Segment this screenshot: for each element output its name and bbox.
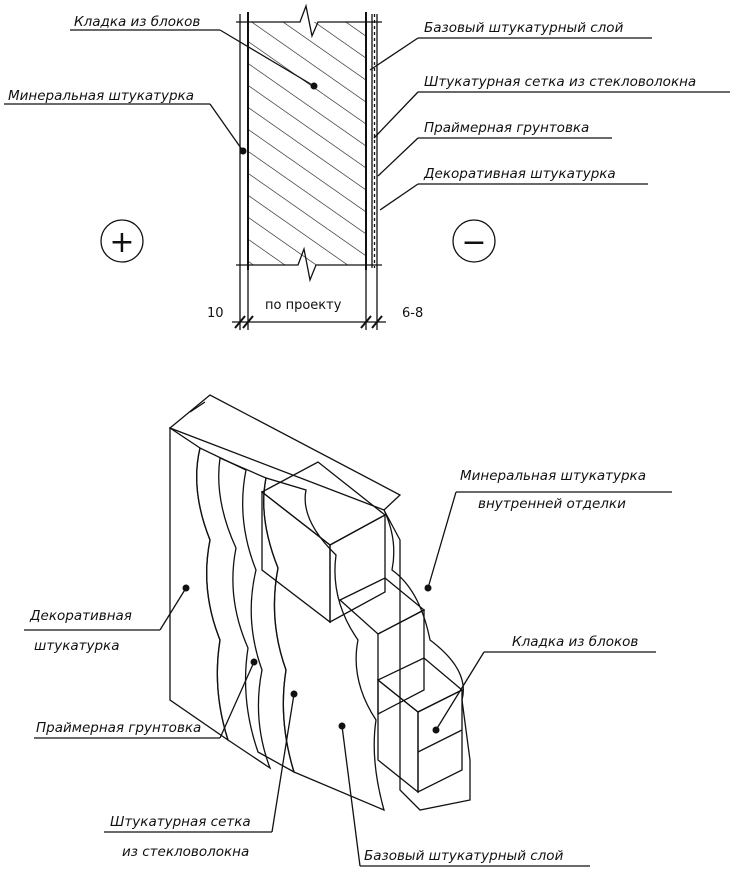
label-mineral-interior-1: Минеральная штукатурка <box>460 468 646 484</box>
outside-symbol-circle <box>452 219 496 263</box>
label-masonry-bottom: Кладка из блоков <box>512 634 638 650</box>
masonry-hatch <box>248 22 366 265</box>
isometric-view: Минеральная штукатурка внутренней отделк… <box>24 394 672 867</box>
dim-left: 10 <box>207 306 224 321</box>
label-decorative-top: Декоративная штукатурка <box>423 166 616 182</box>
label-mesh-bottom-1: Штукатурная сетка <box>110 814 251 830</box>
label-primer-bottom: Праймерная грунтовка <box>36 720 201 736</box>
label-mesh-top: Штукатурная сетка из стекловолокна <box>424 74 696 90</box>
label-decorative-bottom-1: Декоративная <box>29 608 132 624</box>
section-view: 10 по проекту 6-8 + − Кладка из блоков М… <box>4 3 730 330</box>
masonry-blocks <box>260 461 464 794</box>
label-masonry-top: Кладка из блоков <box>74 14 200 30</box>
label-primer-top: Праймерная грунтовка <box>424 120 589 136</box>
inside-symbol: + <box>109 225 134 260</box>
label-mesh-bottom-2: из стекловолокна <box>122 844 249 860</box>
dim-middle: по проекту <box>265 298 342 313</box>
label-mineral-plaster-top: Минеральная штукатурка <box>8 88 194 104</box>
label-base-layer-top: Базовый штукатурный слой <box>424 20 624 36</box>
inside-symbol-circle <box>100 219 144 263</box>
label-decorative-bottom-2: штукатурка <box>34 638 119 654</box>
dim-right: 6-8 <box>402 306 423 321</box>
outside-symbol: − <box>461 225 486 260</box>
label-base-layer-bottom: Базовый штукатурный слой <box>364 848 564 864</box>
label-mineral-interior-2: внутренней отделки <box>478 496 626 512</box>
